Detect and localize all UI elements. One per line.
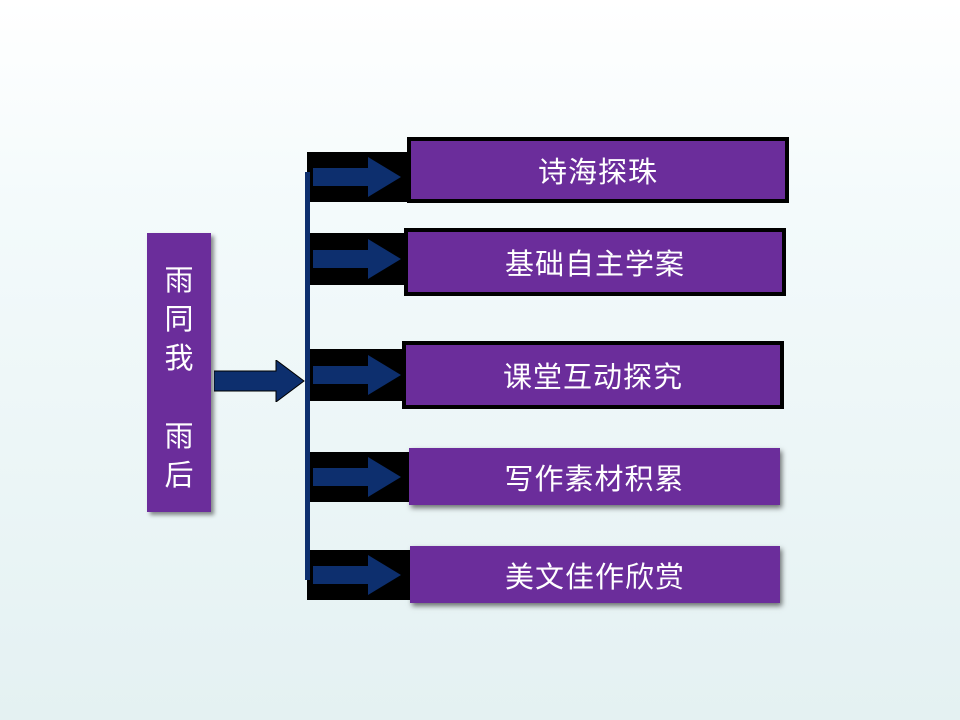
branch-arrow-icon	[313, 157, 401, 197]
main-arrow-icon	[214, 360, 305, 402]
bracket-spine	[305, 172, 310, 580]
branch-arrow-icon	[313, 457, 401, 497]
item-box-writing-material: 写作素材积累	[409, 448, 780, 505]
title-box: 雨 同 我 雨 后	[147, 233, 211, 512]
branch-arrow-icon	[313, 355, 401, 395]
item-box-basic-study: 基础自主学案	[404, 228, 786, 296]
title-char: 后	[164, 458, 194, 492]
item-box-essay-appreciation: 美文佳作欣赏	[410, 546, 780, 603]
title-char: 雨	[164, 263, 194, 297]
title-char: 同	[164, 302, 194, 336]
branch-arrow-icon	[313, 555, 401, 595]
title-char: 雨	[164, 419, 194, 453]
title-char: 我	[164, 341, 194, 375]
item-box-classroom-inquiry: 课堂互动探究	[402, 341, 784, 409]
item-box-poetry: 诗海探珠	[407, 137, 789, 203]
branch-arrow-icon	[313, 239, 401, 279]
